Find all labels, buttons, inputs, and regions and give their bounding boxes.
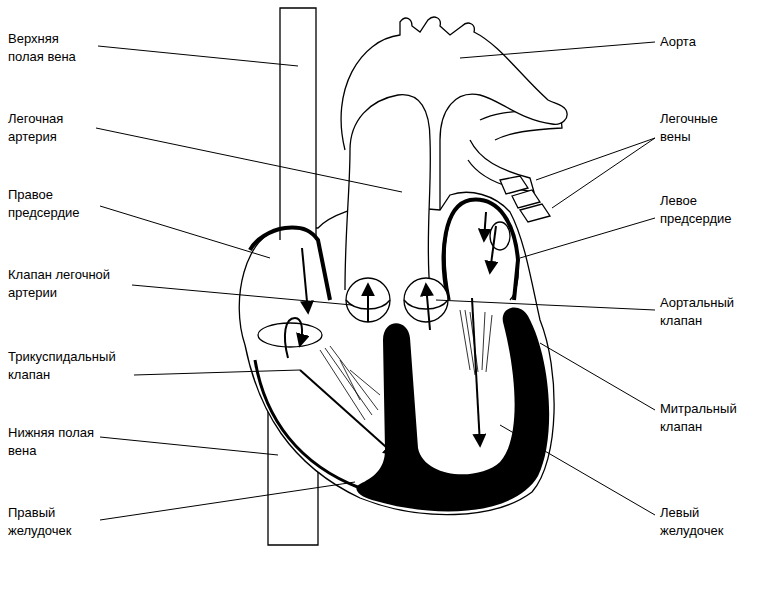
part-label: Правое предсердие: [8, 186, 98, 222]
part-label: Митральный клапан: [660, 400, 756, 436]
part-label: Левое предсердие: [660, 192, 756, 228]
part-label: Аортальный клапан: [660, 294, 756, 330]
left-atrium-wall: [444, 200, 518, 300]
leader-line: [100, 206, 270, 258]
leader-line: [98, 46, 298, 66]
leader-line: [436, 300, 655, 310]
flow-arrow: [484, 212, 486, 240]
pulmonary-valve: [346, 278, 390, 322]
part-label: Правый желудочек: [8, 504, 98, 540]
right-atrium-wall: [250, 228, 330, 300]
flow-arrow: [285, 318, 302, 358]
leader-line: [536, 138, 655, 180]
valve-leaflet: [404, 300, 448, 309]
pulmonary-artery: [345, 95, 430, 290]
chordae-lines: [320, 346, 380, 420]
leader-line: [520, 218, 655, 258]
leader-lines: [96, 42, 655, 520]
superior-vena-cava: [280, 8, 316, 240]
leader-line: [96, 128, 402, 192]
flow-arrow: [426, 285, 430, 330]
flow-arrow: [490, 226, 496, 272]
flow-arrows: [285, 212, 496, 455]
part-label: Левый желудочек: [660, 504, 756, 540]
part-label: Клапан легочной артерии: [8, 266, 130, 302]
part-label: Легочная артерия: [8, 110, 94, 146]
leader-line: [132, 285, 352, 305]
part-label: Трикуспидальный клапан: [8, 348, 132, 384]
leader-line: [540, 343, 655, 410]
leader-line: [100, 437, 278, 455]
left-atrium: [445, 200, 518, 300]
part-label: Легочные вены: [660, 110, 750, 146]
part-label: Верхняя полая вена: [8, 30, 94, 66]
flow-arrow: [300, 370, 395, 455]
leader-line: [460, 42, 655, 58]
flow-arrow: [472, 298, 480, 445]
pulmonary-vein: [520, 204, 550, 222]
part-label: Аорта: [660, 33, 760, 51]
leader-line: [500, 425, 655, 515]
tricuspid-valve: [258, 323, 322, 347]
leader-line: [100, 482, 355, 520]
part-label: Нижняя полая вена: [8, 424, 98, 460]
ventricular-septum: [356, 307, 549, 511]
vessels: [239, 8, 567, 545]
right-ventricle-wall: [255, 360, 360, 488]
chordae: [320, 310, 492, 420]
flow-arrow: [302, 248, 308, 312]
leader-line: [134, 370, 300, 375]
leader-line: [552, 138, 655, 208]
pulmonary-vein: [500, 176, 528, 194]
flow-arrow: [367, 285, 369, 322]
